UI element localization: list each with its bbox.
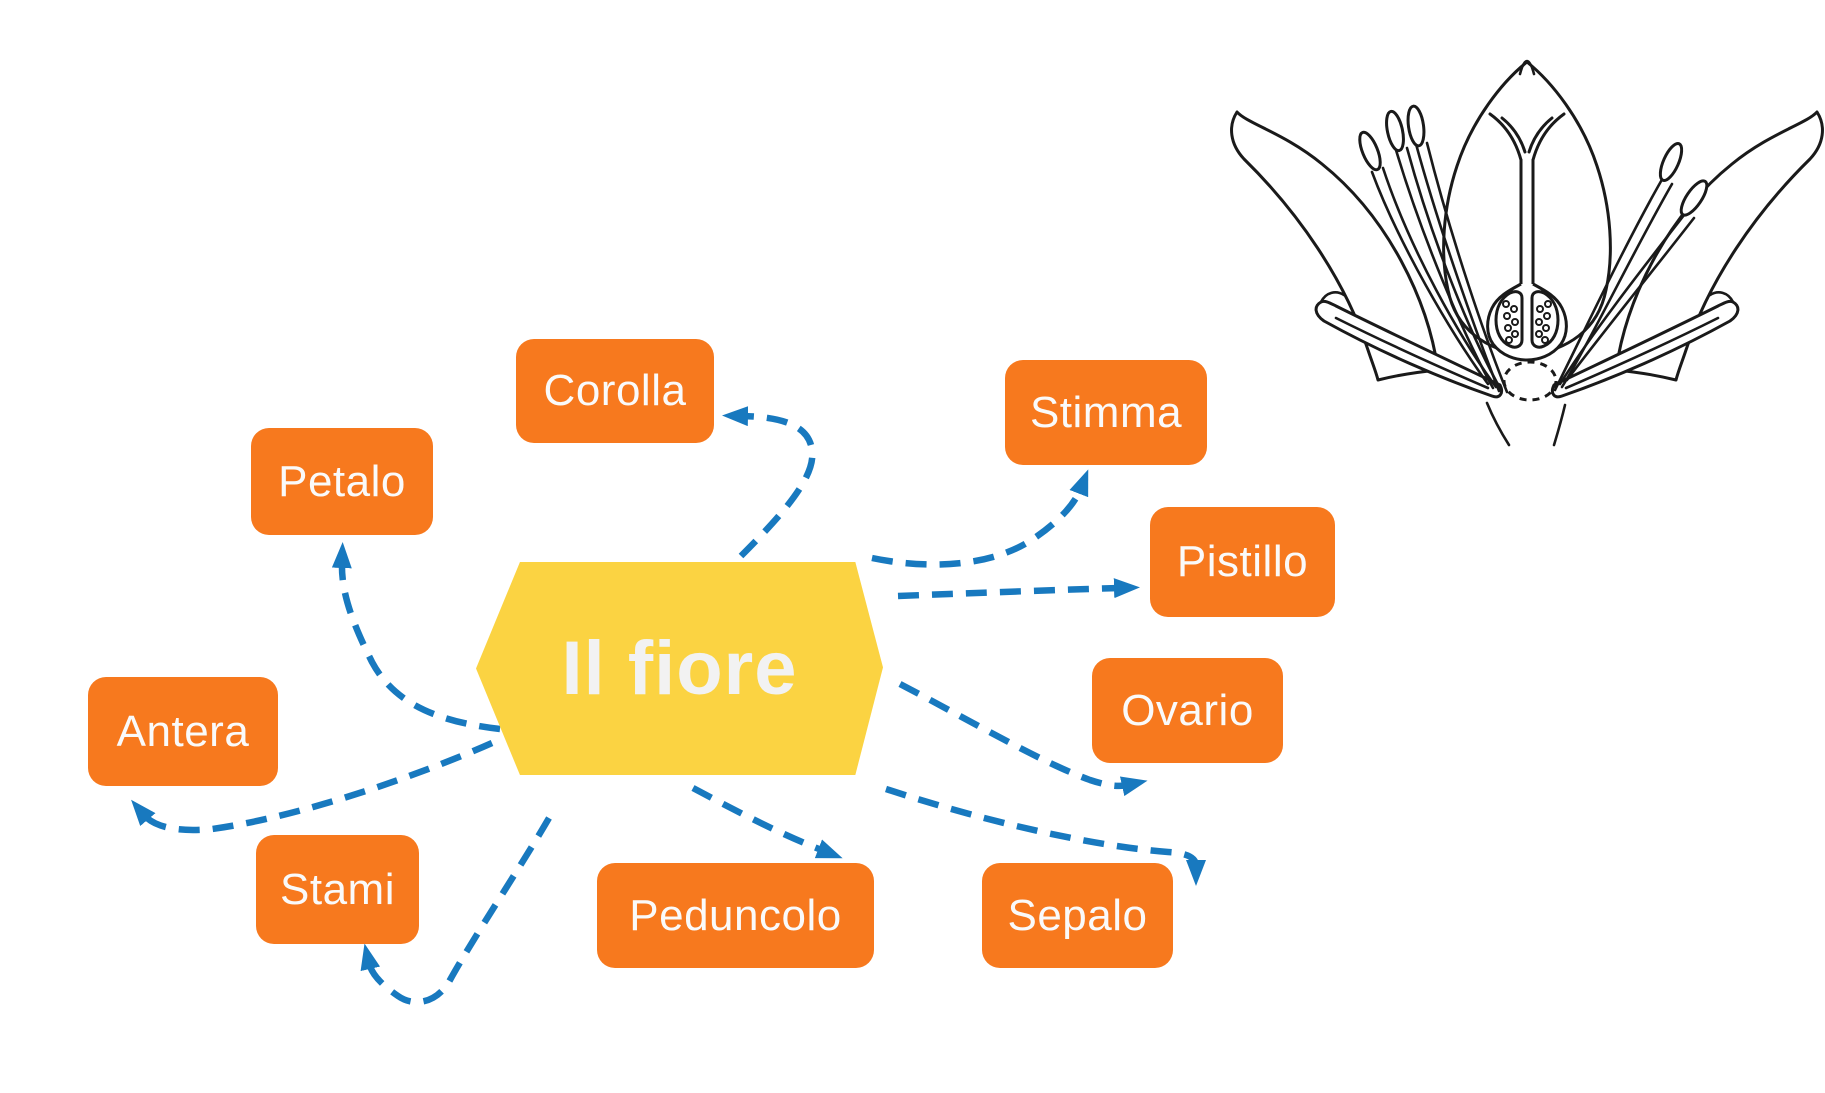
node-label: Sepalo [1007, 890, 1148, 940]
connector-peduncolo [691, 785, 843, 859]
connector-stami [360, 816, 552, 1006]
node-label: Antera [116, 706, 250, 756]
node-peduncolo: Peduncolo [597, 863, 874, 968]
center-node-label: Il fiore [561, 626, 798, 711]
node-label: Stami [280, 864, 395, 914]
connector-corolla [722, 406, 816, 559]
node-label: Corolla [543, 366, 687, 415]
connector-ovario [898, 681, 1148, 797]
connector-sepalo [884, 785, 1206, 886]
node-stami: Stami [256, 835, 419, 944]
node-stimma: Stimma [1005, 360, 1207, 465]
connector-stimma [871, 469, 1089, 568]
connector-pistillo [897, 578, 1140, 600]
node-label: Ovario [1121, 685, 1254, 735]
node-petalo: Petalo [251, 428, 433, 535]
node-label: Peduncolo [629, 890, 842, 940]
node-pistillo: Pistillo [1150, 507, 1335, 617]
center-node-il-fiore: Il fiore [476, 562, 883, 775]
node-label: Stimma [1029, 387, 1183, 437]
node-label: Petalo [278, 456, 406, 506]
connector-petalo [331, 542, 501, 733]
connector-antera [131, 740, 494, 834]
flower-cross-section-illustration [1230, 59, 1824, 447]
node-sepalo: Sepalo [982, 863, 1173, 968]
node-ovario: Ovario [1092, 658, 1283, 763]
node-antera: Antera [88, 677, 278, 786]
node-corolla: Corolla [516, 339, 714, 443]
node-label: Pistillo [1176, 537, 1309, 586]
